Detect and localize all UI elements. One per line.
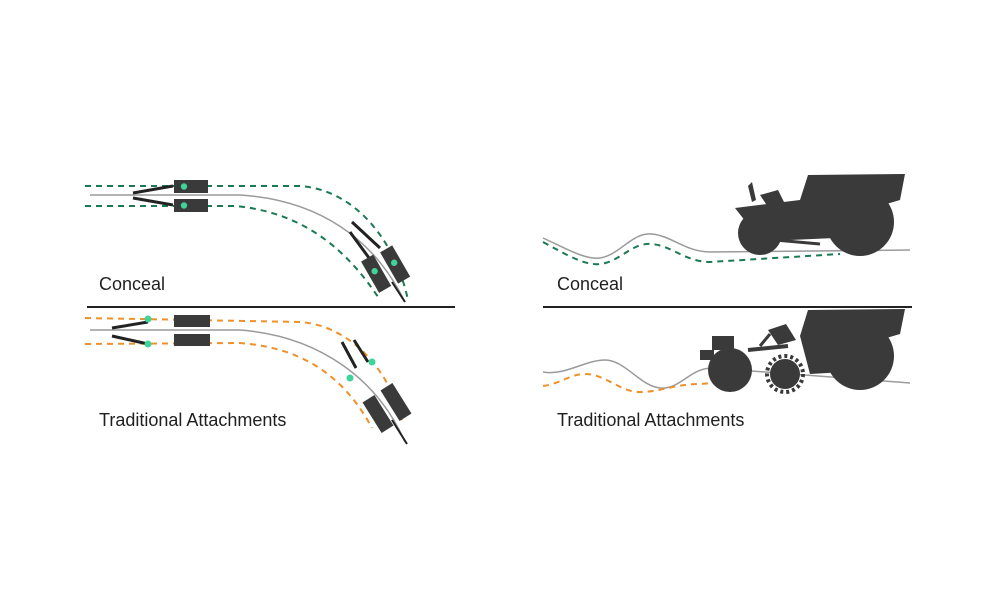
tractor-icon: [768, 309, 905, 390]
tine-icon: [132, 196, 174, 207]
row-unit-icon: [362, 395, 394, 433]
ground-profile-line: [542, 359, 911, 389]
row-unit-icon: [380, 245, 411, 284]
row-unit-icon: [174, 334, 210, 346]
row-line: [90, 194, 406, 303]
tine-icon: [350, 220, 382, 250]
tractor-icon: [735, 174, 905, 256]
right-panel-traditional: [542, 309, 911, 394]
label-conceal-side-view: Conceal: [557, 274, 624, 294]
gear-wheel-icon: [765, 354, 805, 394]
sensor-dot-icon: [346, 374, 354, 382]
traditional-depth-path: [542, 372, 726, 394]
sensor-dot-icon: [368, 358, 376, 366]
tine-icon: [132, 184, 174, 195]
tine-icon: [111, 320, 149, 330]
left-panel-traditional: [84, 315, 412, 445]
conceal-path-upper: [85, 185, 409, 301]
tine-icon: [352, 339, 370, 363]
tine-icon: [340, 341, 358, 369]
conceal-depth-path: [542, 241, 841, 266]
right-panel-conceal: [542, 174, 911, 266]
ground-profile-line: [542, 233, 911, 259]
label-conceal-top-view: Conceal: [99, 274, 166, 294]
row-unit-icon: [174, 199, 208, 212]
label-traditional-top-view: Traditional Attachments: [99, 410, 287, 430]
traditional-path-lower: [84, 341, 373, 429]
label-traditional-side-view: Traditional Attachments: [557, 410, 745, 430]
left-panel-conceal: [85, 180, 411, 303]
attachment-icon: [700, 333, 789, 392]
tine-icon: [111, 334, 149, 346]
row-unit-icon: [361, 254, 392, 293]
row-unit-icon: [174, 180, 208, 193]
tine-icon: [391, 281, 406, 303]
tine-icon: [348, 231, 374, 263]
row-line: [90, 329, 406, 443]
sensor-dot-icon: [144, 340, 152, 348]
row-unit-icon: [380, 383, 412, 421]
conceal-path-lower: [85, 205, 381, 301]
traditional-path-upper: [84, 317, 403, 421]
sensor-dot-icon: [144, 315, 152, 323]
tine-icon: [391, 419, 408, 445]
row-unit-icon: [174, 315, 210, 327]
